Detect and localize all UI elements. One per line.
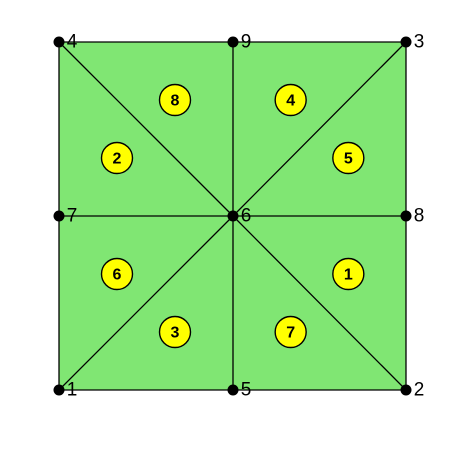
edge-4-6 [58,41,234,217]
element-marker-circle [332,257,365,291]
element-marker-4: 4 [274,83,307,117]
edge-2-6 [232,215,407,391]
node-number-label: 1 [67,380,78,401]
element-marker-1: 1 [332,257,365,291]
element-marker-7: 7 [274,315,307,349]
node-number-label: 9 [241,32,252,53]
node-dot [53,210,65,222]
edge-layer [58,41,407,391]
element-number-label: 3 [171,325,180,342]
element-number-label: 1 [344,267,353,284]
node-dot [227,36,239,48]
node-dot [227,210,239,222]
node-number-label: 2 [414,380,425,401]
element-marker-circle [158,315,192,349]
element-marker-3: 3 [158,315,192,349]
element-marker-6: 6 [100,257,134,291]
edge-1-6 [58,215,234,391]
node-9: 9 [227,32,252,53]
node-8: 8 [400,206,425,227]
element-marker-circle [100,141,134,175]
node-number-label: 5 [241,380,252,401]
node-number-label: 8 [414,206,425,227]
node-dot [400,36,412,48]
element-marker-5: 5 [332,141,365,175]
node-dot [53,36,65,48]
element-number-label: 2 [113,151,122,168]
node-dot [400,210,412,222]
node-number-label: 3 [414,32,425,53]
edge-3-6 [232,41,407,217]
node-6: 6 [227,206,252,227]
node-5: 5 [227,380,252,401]
node-number-label: 6 [241,206,252,227]
node-7: 7 [53,206,78,227]
element-number-label: 6 [113,267,122,284]
element-number-label: 5 [344,151,353,168]
element-marker-8: 8 [158,83,192,117]
element-marker-circle [158,83,192,117]
element-number-label: 8 [171,93,180,110]
element-marker-circle [332,141,365,175]
node-layer: 1 2 3 4 5 6 7 8 9 [53,32,425,401]
element-marker-circle [274,83,307,117]
node-2: 2 [400,380,425,401]
node-dot [227,384,239,396]
node-number-label: 4 [67,32,78,53]
element-number-label: 7 [286,325,295,342]
node-dot [53,384,65,396]
node-1: 1 [53,380,78,401]
element-marker-circle [100,257,134,291]
element-label-layer: 1 2 3 4 5 6 7 8 [100,83,365,349]
node-3: 3 [400,32,425,53]
element-marker-circle [274,315,307,349]
node-4: 4 [53,32,78,53]
node-number-label: 7 [67,206,78,227]
element-marker-2: 2 [100,141,134,175]
element-number-label: 4 [286,93,295,110]
node-dot [400,384,412,396]
